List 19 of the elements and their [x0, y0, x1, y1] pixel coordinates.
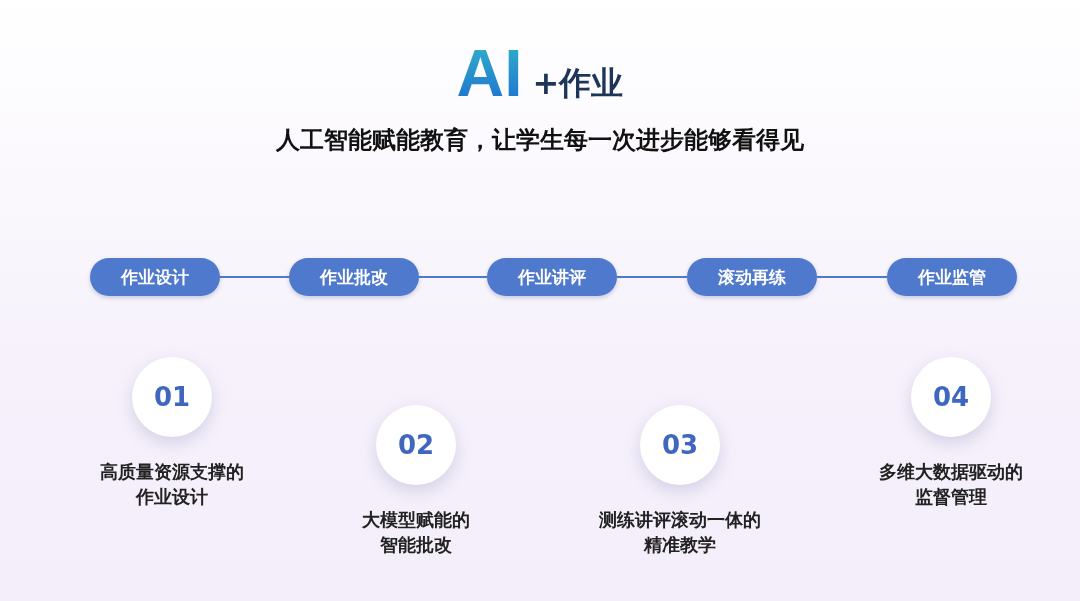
step-pill: 滚动再练: [687, 258, 817, 296]
subtitle: 人工智能赋能教育，让学生每一次进步能够看得见: [275, 125, 805, 156]
number-circle: 02: [376, 405, 456, 485]
headline-text: +作业: [532, 63, 624, 105]
connector-line: [219, 276, 290, 278]
connector-line: [816, 276, 888, 278]
number-circle: 01: [132, 357, 212, 437]
connector-line: [616, 276, 688, 278]
connector-line: [418, 276, 488, 278]
step-pill: 作业批改: [289, 258, 419, 296]
step-pill: 作业讲评: [487, 258, 617, 296]
step-pill: 作业设计: [90, 258, 220, 296]
number-circle: 03: [640, 405, 720, 485]
step-caption: 测练讲评滚动一体的精准教学: [598, 508, 762, 558]
step-caption: 高质量资源支撑的作业设计: [99, 460, 245, 510]
step-caption: 多维大数据驱动的监督管理: [878, 460, 1024, 510]
step-caption: 大模型赋能的智能批改: [361, 508, 471, 558]
step-pill: 作业监管: [887, 258, 1017, 296]
number-circle: 04: [911, 357, 991, 437]
